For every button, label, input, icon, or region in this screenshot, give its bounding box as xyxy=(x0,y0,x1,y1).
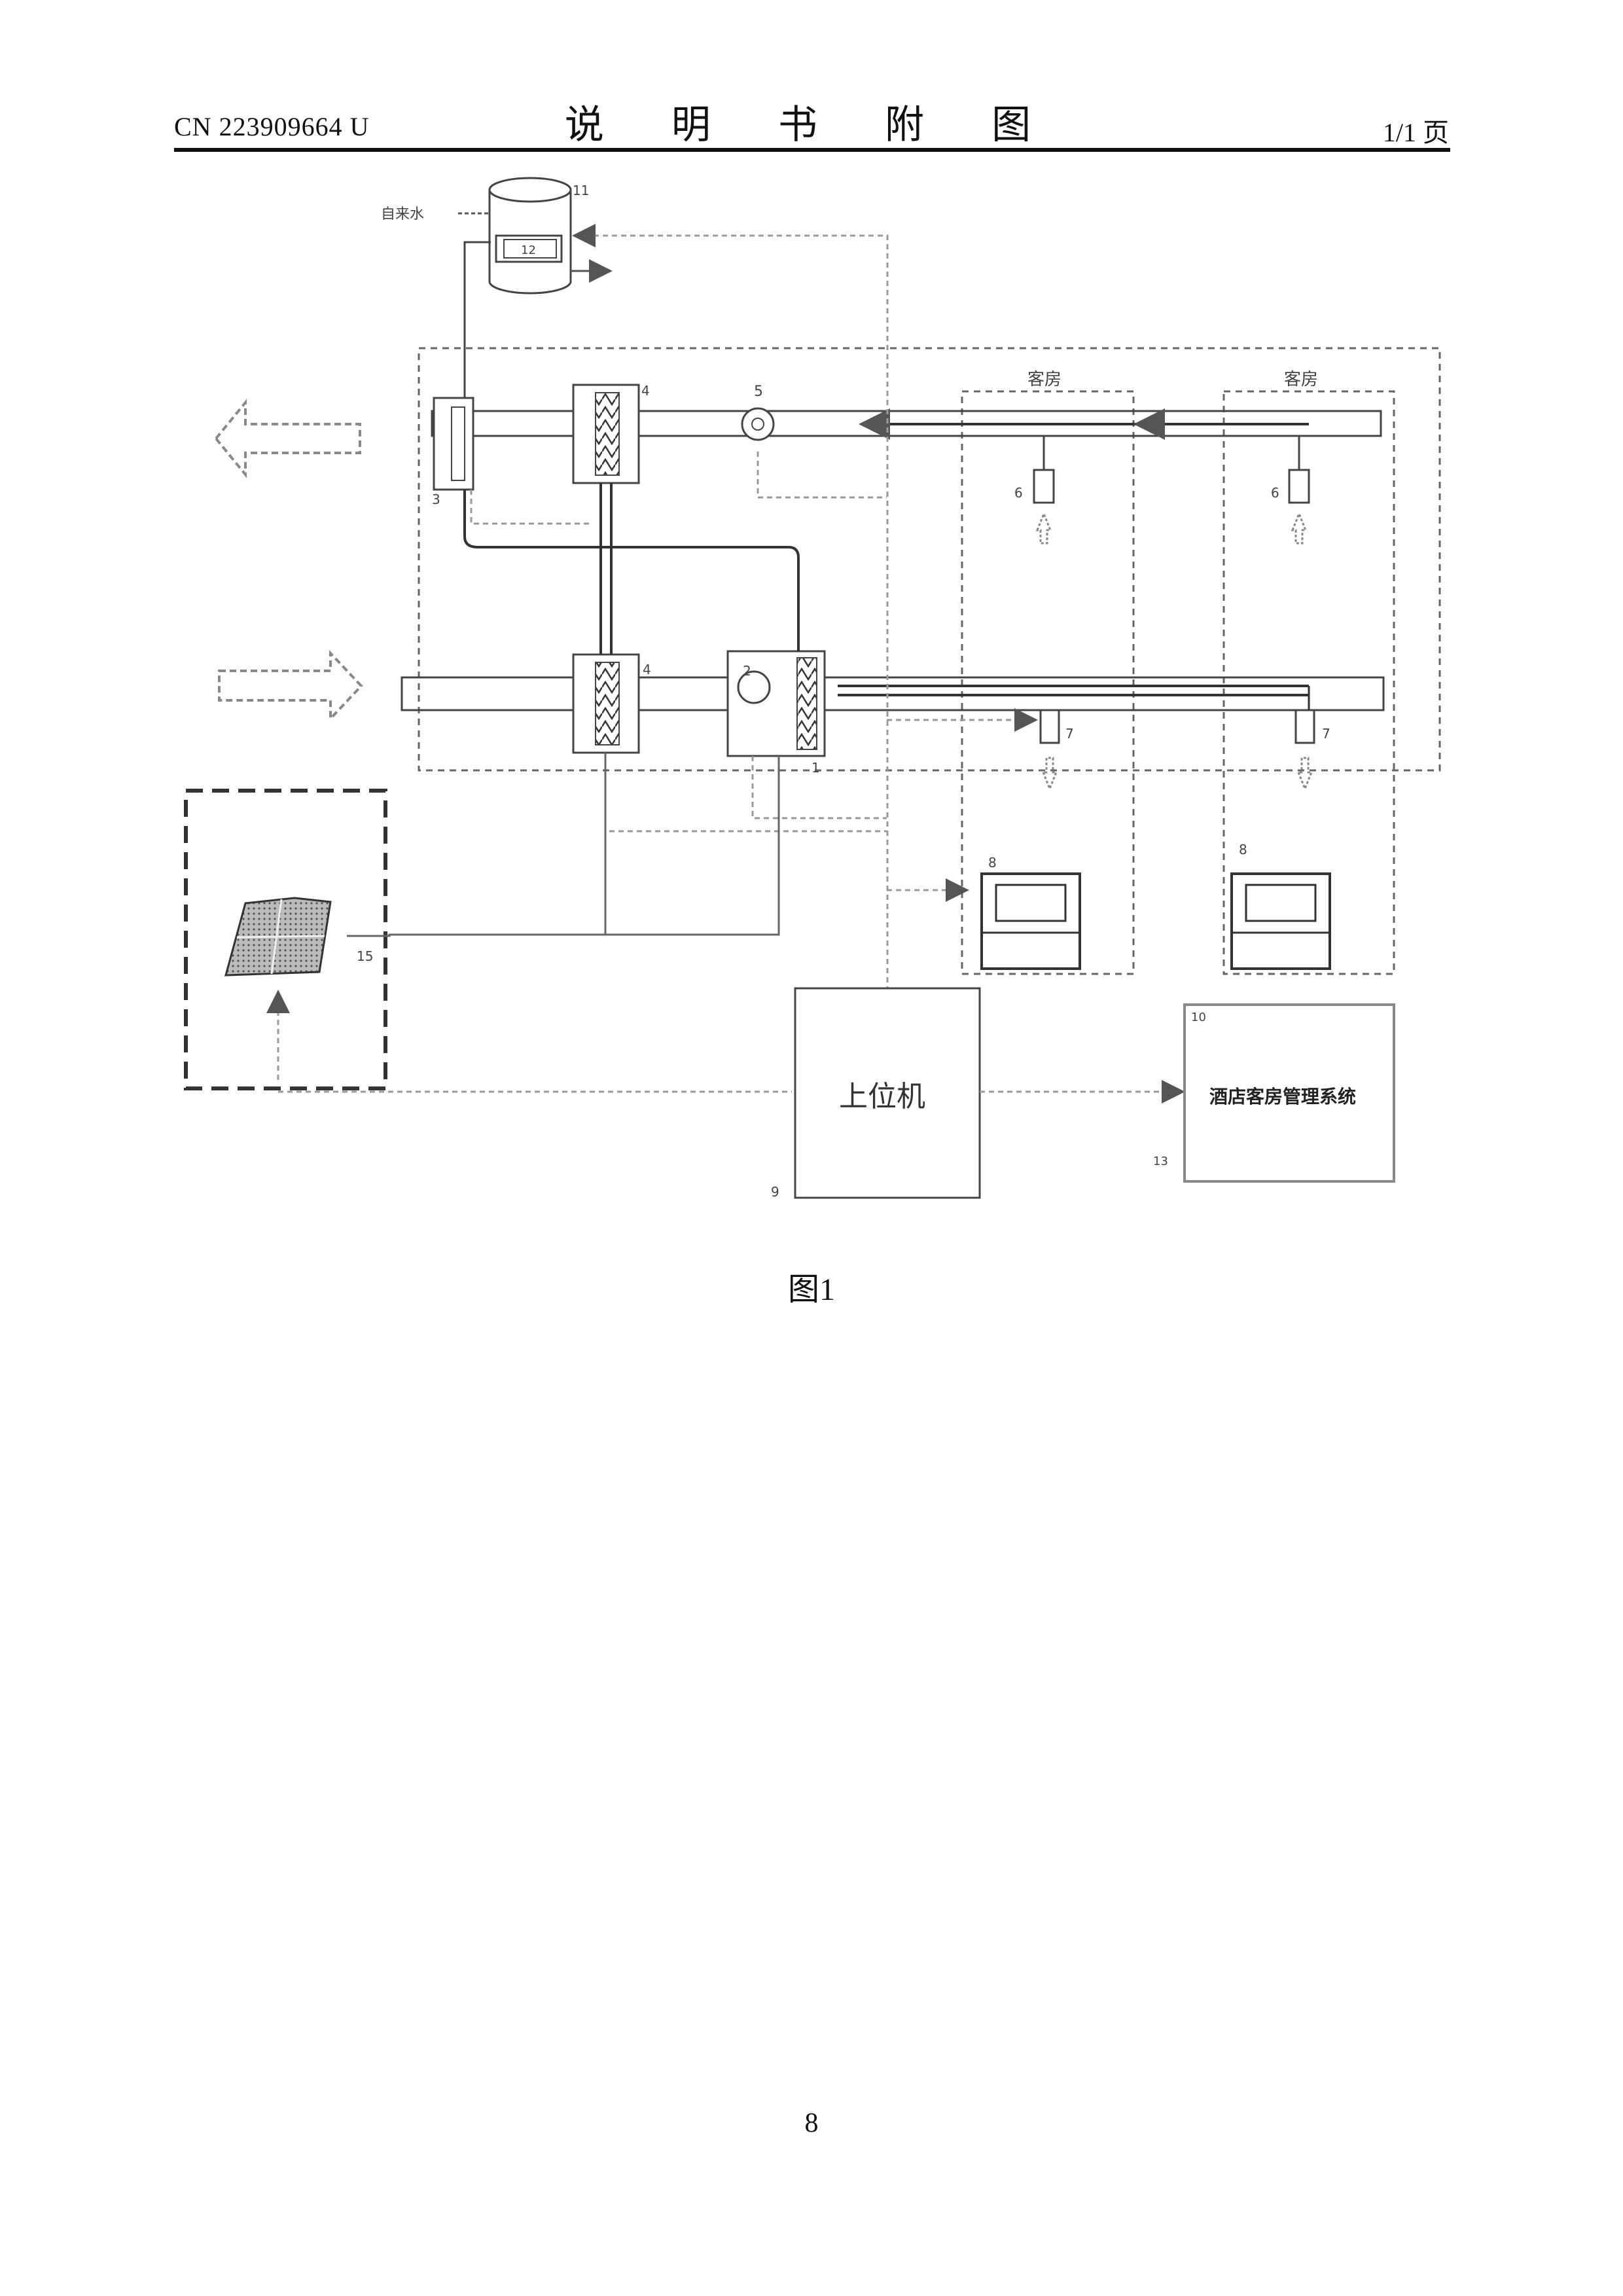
label-6b: 6 xyxy=(1271,485,1279,501)
room-label-2: 客房 xyxy=(1284,370,1318,389)
figure-caption: 图1 xyxy=(0,1263,1623,1309)
page-number: 8 xyxy=(0,2108,1623,2139)
label-4-upper: 4 xyxy=(641,383,650,399)
label-2: 2 xyxy=(743,663,751,679)
label-9: 9 xyxy=(771,1184,779,1200)
label-8a: 8 xyxy=(988,855,997,870)
water-in-label: 自来水 xyxy=(381,206,424,223)
unit-3 xyxy=(434,398,473,490)
label-15: 15 xyxy=(357,948,373,964)
label-3: 3 xyxy=(432,492,440,507)
room-2-exhaust-vent xyxy=(1289,470,1309,543)
label-1: 1 xyxy=(812,760,820,776)
label-10: 10 xyxy=(1191,1011,1206,1024)
room-2-supply-vent xyxy=(1296,710,1314,789)
label-11: 11 xyxy=(573,183,589,198)
label-5: 5 xyxy=(754,384,763,400)
room-1-panel xyxy=(982,874,1080,969)
label-13: 13 xyxy=(1153,1155,1168,1168)
exhaust-arrow-icon xyxy=(216,403,360,475)
heat-exchanger-lower xyxy=(573,655,639,753)
room-label-1: 客房 xyxy=(1027,370,1061,389)
water-tank xyxy=(490,178,571,293)
label-12: 12 xyxy=(521,243,536,257)
label-4-lower: 4 xyxy=(643,662,651,677)
room-1-supply-vent xyxy=(1041,710,1059,789)
label-8b: 8 xyxy=(1239,842,1247,857)
label-6a: 6 xyxy=(1014,485,1023,501)
heat-exchanger-upper xyxy=(573,385,639,483)
intake-arrow-icon xyxy=(219,653,361,719)
label-7b: 7 xyxy=(1322,726,1330,742)
room-1-exhaust-vent xyxy=(1034,470,1054,543)
management-system-label: 酒店客房管理系统 xyxy=(1209,1086,1356,1107)
upper-computer-label: 上位机 xyxy=(839,1080,925,1113)
solar-panel-icon xyxy=(226,898,330,975)
room-2-panel xyxy=(1232,874,1330,969)
fan-5 xyxy=(742,408,774,440)
label-7a: 7 xyxy=(1065,726,1074,742)
